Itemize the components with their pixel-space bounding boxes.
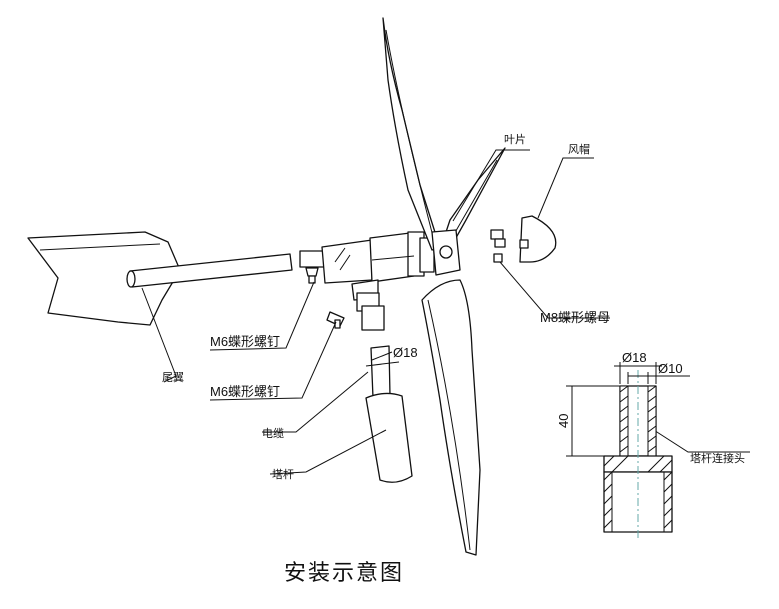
dim-diameter-main-text: Ø18 [393, 345, 418, 360]
label-tail-fin: 尾翼 [162, 371, 184, 384]
m8-nut-part [490, 229, 506, 263]
dim-detail-height: 40 [556, 414, 571, 428]
label-tower-pole: 塔杆 [272, 467, 294, 481]
label-m8-nut: M8蝶形螺母 [540, 310, 610, 325]
label-blade: 叶片 [504, 133, 526, 146]
tower-pole [365, 392, 413, 483]
nose-cone [519, 215, 557, 263]
label-m6-screw-1: M6蝶形螺钉 [210, 334, 280, 349]
label-nose-cone: 风帽 [568, 143, 590, 156]
blade-upper [382, 17, 441, 251]
tail-fin [27, 231, 181, 326]
tail-boom [126, 253, 293, 288]
tower-adapter-detail [603, 370, 673, 540]
diagram-title: 安装示意图 [284, 561, 404, 586]
label-cable: 电缆 [262, 427, 284, 440]
leader-lines [141, 149, 750, 475]
m6-screw-1-part [305, 267, 319, 284]
dim-diameter-main: Ø18 [371, 345, 418, 361]
generator-body [299, 231, 435, 301]
dim-detail-inner: Ø10 [658, 361, 683, 376]
dim-detail-outer: Ø18 [622, 350, 647, 365]
blade-lower [421, 279, 481, 556]
label-m6-screw-2: M6蝶形螺钉 [210, 384, 280, 399]
yaw-shaft [356, 292, 385, 331]
m6-screw-2-part [326, 311, 345, 329]
label-tower-adapter: 塔杆连接头 [690, 451, 745, 465]
hub [431, 229, 461, 276]
detail-dimensions: Ø18 Ø10 40 [556, 350, 690, 457]
